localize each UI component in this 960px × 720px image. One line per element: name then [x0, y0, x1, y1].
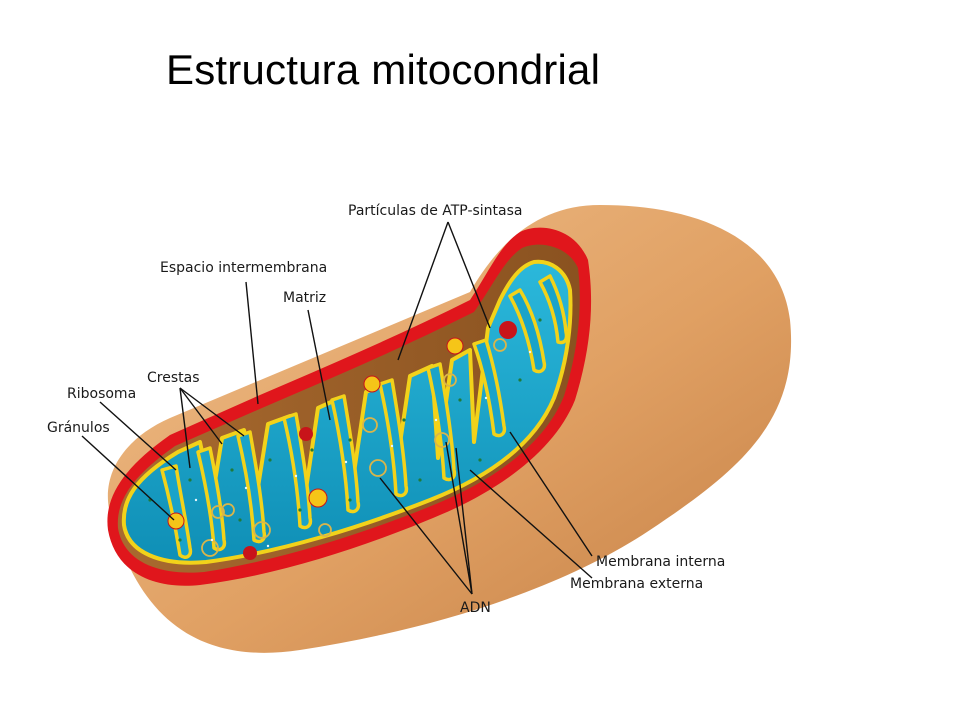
- ribosomes: [148, 318, 542, 542]
- label-dna: ADN: [460, 600, 491, 616]
- leader-lines: [81, 221, 593, 595]
- label-cristae: Crestas: [147, 370, 200, 386]
- label-outer-membrane: Membrana externa: [570, 576, 703, 592]
- cristae: [160, 274, 569, 559]
- label-atp-synthase: Partículas de ATP-sintasa: [348, 203, 523, 219]
- label-ribosome: Ribosoma: [67, 386, 136, 402]
- label-granules: Gránulos: [47, 420, 110, 436]
- label-matrix: Matriz: [283, 290, 326, 306]
- atp-synthase-particles: [194, 350, 532, 548]
- page-title: Estructura mitocondrial: [166, 46, 601, 93]
- matrix: [121, 259, 573, 565]
- label-inner-membrane: Membrana interna: [596, 554, 725, 570]
- granules: [167, 321, 517, 560]
- label-intermembrane-space: Espacio intermembrana: [160, 260, 327, 276]
- dna-loops: [201, 338, 507, 557]
